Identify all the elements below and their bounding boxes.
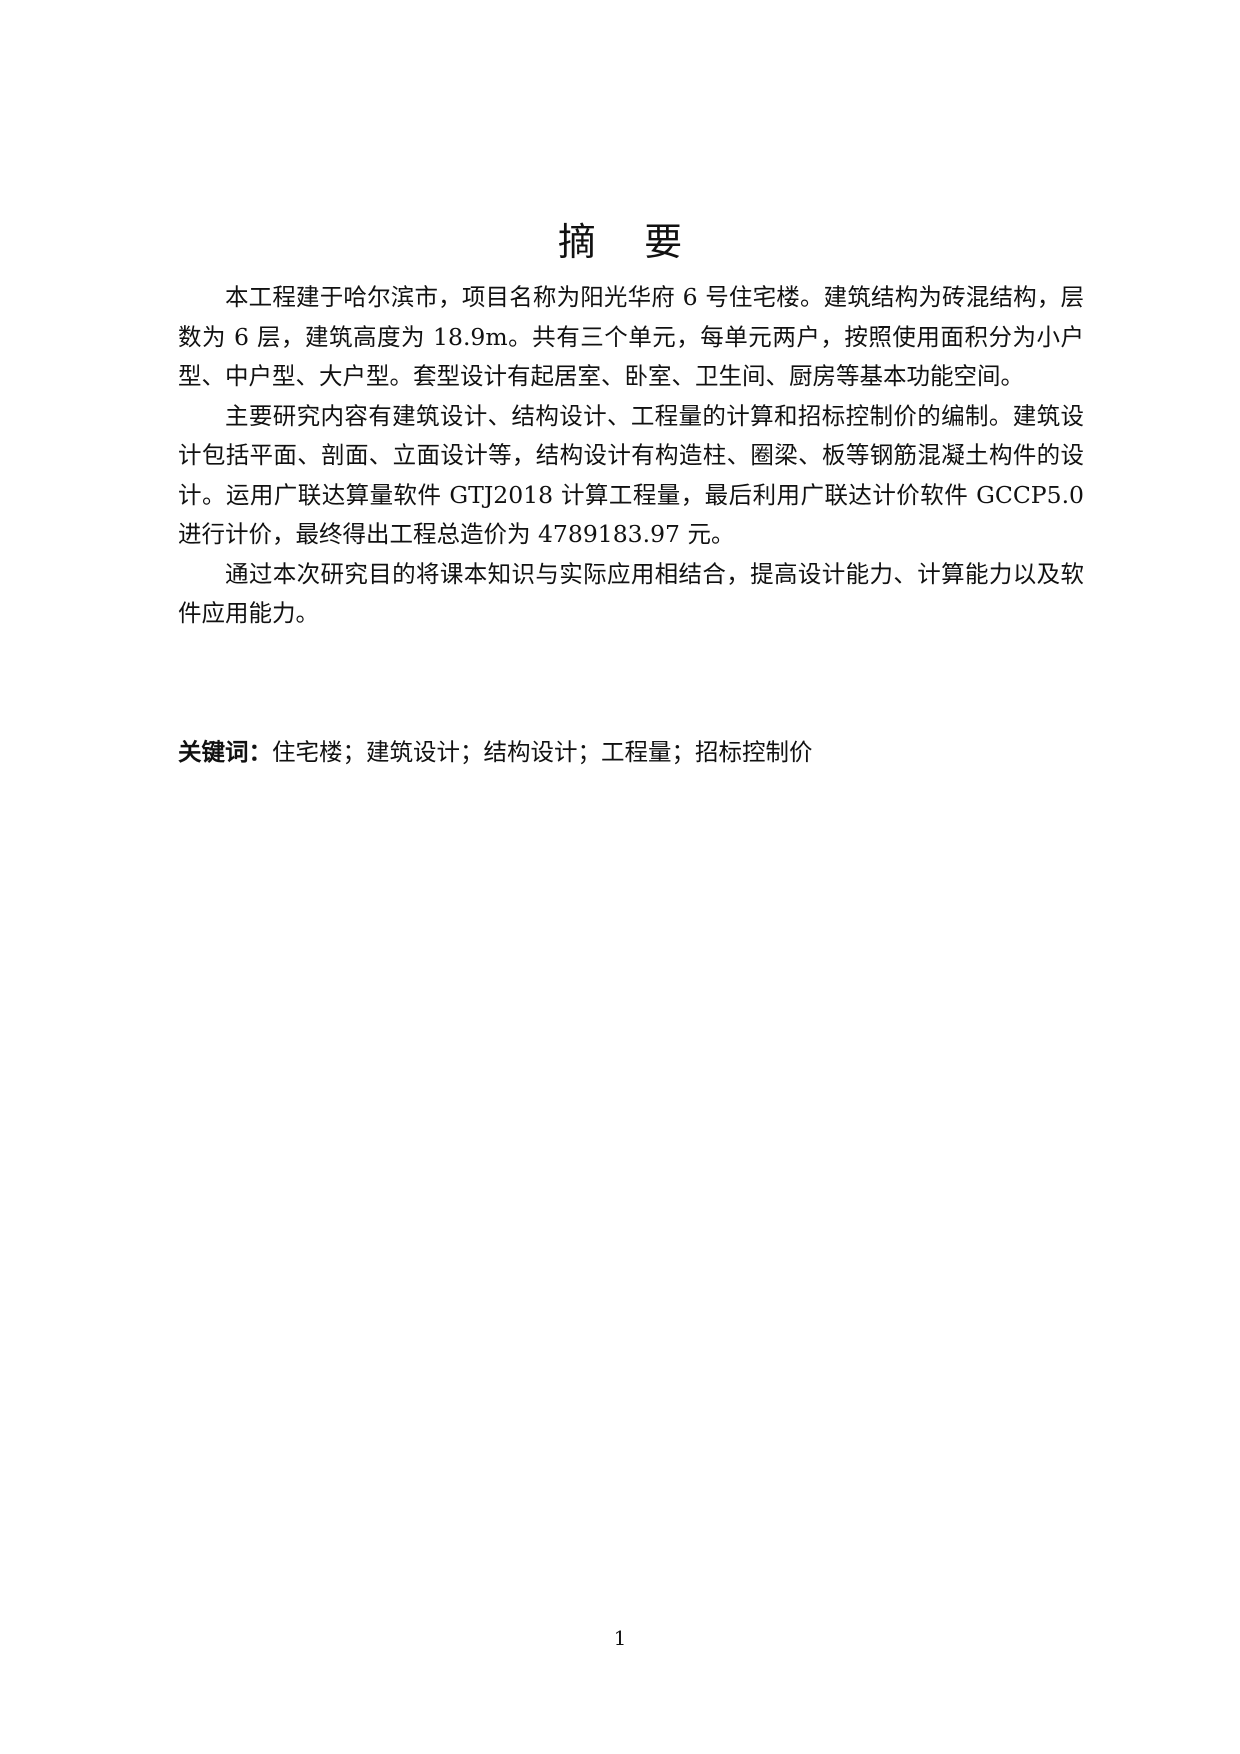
abstract-paragraph-2: 主要研究内容有建筑设计、结构设计、工程量的计算和招标控制价的编制。建筑设计包括平… bbox=[178, 401, 1084, 549]
page-number: 1 bbox=[613, 1626, 627, 1650]
abstract-paragraph-3: 通过本次研究目的将课本知识与实际应用相结合，提高设计能力、计算能力以及软件应用能… bbox=[178, 559, 1084, 628]
keywords-text: 住宅楼；建筑设计；结构设计；工程量；招标控制价 bbox=[272, 738, 813, 766]
abstract-body: 本工程建于哈尔滨市，项目名称为阳光华府 6 号住宅楼。建筑结构为砖混结构，层数为… bbox=[178, 278, 1084, 634]
keywords-line: 关键词：住宅楼；建筑设计；结构设计；工程量；招标控制价 bbox=[178, 732, 1084, 772]
abstract-paragraph-1: 本工程建于哈尔滨市，项目名称为阳光华府 6 号住宅楼。建筑结构为砖混结构，层数为… bbox=[178, 283, 1084, 390]
abstract-title: 摘 要 bbox=[557, 220, 683, 264]
keywords-label: 关键词： bbox=[178, 738, 272, 766]
